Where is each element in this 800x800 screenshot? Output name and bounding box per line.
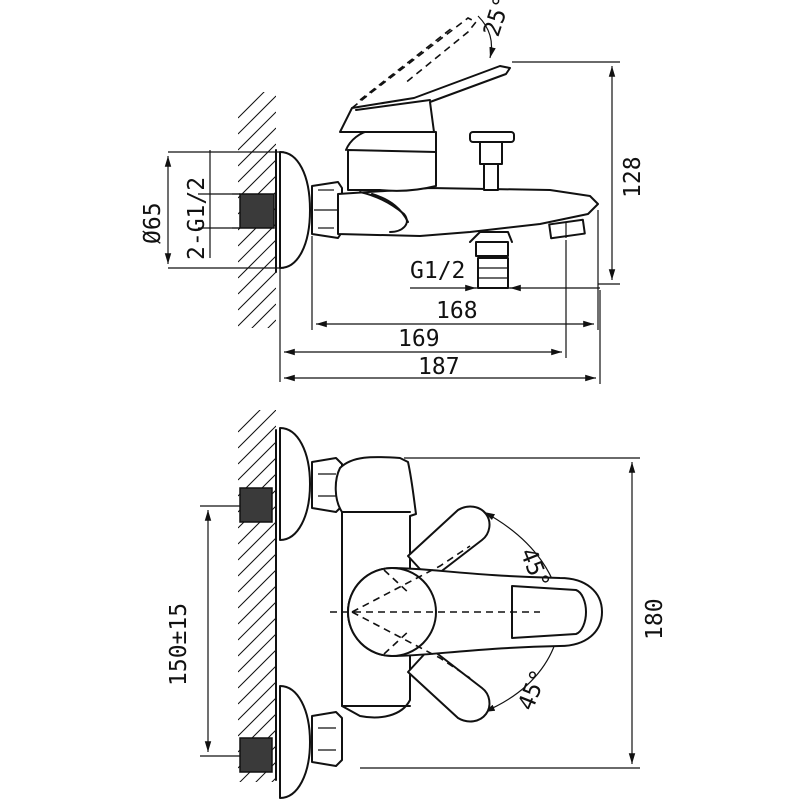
- side-cartridge-body: [347, 149, 437, 192]
- side-mixer-body: [337, 187, 599, 237]
- front-height-label: 180: [642, 598, 668, 640]
- side-dim-187: 187: [418, 354, 460, 380]
- side-diverter-cap: [469, 131, 515, 143]
- wall-hatching-top: [238, 92, 276, 328]
- front-escutcheon-upper: [279, 427, 311, 541]
- front-hex-nut-lower: [311, 711, 343, 767]
- side-angle-label: 25°: [479, 0, 517, 40]
- side-dim-169: 169: [398, 326, 440, 352]
- front-center-distance-label: 150±15: [166, 603, 192, 686]
- side-height-label: 128: [620, 156, 646, 198]
- side-inlet-connector: [239, 193, 275, 229]
- side-diverter-stem: [483, 163, 499, 191]
- side-dim-168: 168: [436, 298, 478, 324]
- side-escutcheon: [279, 151, 311, 269]
- front-escutcheon-lower: [279, 685, 311, 799]
- front-view: 45° 45° 150±15 180: [166, 410, 668, 799]
- front-handle-lever: [391, 567, 603, 657]
- side-inlet-thread-label: 2-G1/2: [184, 177, 210, 260]
- front-inlet-connector-lower: [239, 737, 273, 773]
- front-handle-rotated-upper: [407, 505, 491, 581]
- side-spout-aerator: [548, 218, 586, 240]
- side-handle-tilted: [351, 17, 478, 109]
- front-handle-rotated-lower: [407, 647, 491, 723]
- front-inlet-connector-upper: [239, 487, 273, 523]
- side-outlet-nut: [475, 241, 509, 257]
- side-diameter-label: Ø65: [140, 202, 166, 244]
- front-angle-lower-label: 45°: [513, 666, 553, 714]
- side-outlet-thread-label: G1/2: [410, 258, 465, 284]
- side-handle-lever: [339, 65, 511, 133]
- side-view: 25° 128 Ø65 2-G1/2 G1/2 168 169: [140, 0, 646, 384]
